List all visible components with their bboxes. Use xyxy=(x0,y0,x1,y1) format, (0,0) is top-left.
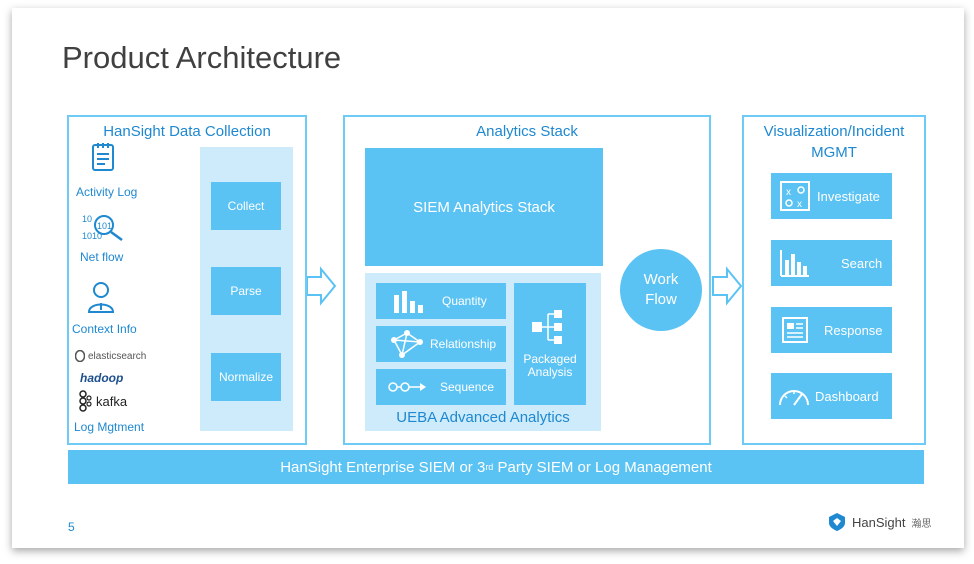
bottom-bar-suffix: Party SIEM or Log Management xyxy=(493,458,712,476)
visualization-title-line1: Visualization/Incident xyxy=(763,123,905,140)
brand-chinese: 瀚思 xyxy=(911,518,932,530)
hansight-shield-icon xyxy=(829,513,845,531)
ueba-quantity-label: Quantity xyxy=(442,294,487,308)
svg-text:10: 10 xyxy=(82,214,92,224)
bar-chart-icon xyxy=(780,250,809,277)
bottom-bar-superscript: rd xyxy=(485,462,494,472)
report-icon xyxy=(782,317,808,343)
ueba-relationship-label: Relationship xyxy=(430,337,497,351)
response-label: Response xyxy=(824,322,883,338)
source-label-context-info: Context Info xyxy=(72,322,137,336)
source-label-net-flow: Net flow xyxy=(80,250,124,264)
collect-step: Collect xyxy=(211,182,281,230)
siem-analytics-stack-block: SIEM Analytics Stack xyxy=(365,148,603,266)
svg-text:x: x xyxy=(797,199,802,210)
search-label: Search xyxy=(841,255,883,271)
workflow-circle: Work Flow xyxy=(620,249,702,331)
response-button[interactable]: Response xyxy=(771,307,892,353)
source-label-log-mgtment: Log Mgtment xyxy=(74,420,145,434)
bottom-bar-prefix: HanSight Enterprise SIEM or 3 xyxy=(280,458,486,476)
elasticsearch-mark-icon xyxy=(75,350,85,362)
analytics-stack-title: Analytics Stack xyxy=(476,123,578,140)
hansight-brand: HanSight 瀚思 xyxy=(828,512,931,532)
visualization-title-line2: MGMT xyxy=(811,144,857,161)
normalize-step: Normalize xyxy=(211,353,281,401)
puzzle-board-icon: x x xyxy=(780,181,810,211)
svg-text:x: x xyxy=(786,187,791,198)
hadoop-logo: hadoop xyxy=(80,371,124,385)
packaged-analysis-block: Packaged Analysis xyxy=(514,283,586,405)
svg-text:1010: 1010 xyxy=(82,231,102,241)
data-collection-title: HanSight Data Collection xyxy=(103,123,271,140)
ueba-relationship-block: Relationship xyxy=(376,326,506,362)
packaged-analysis-label: Packaged Analysis xyxy=(523,352,577,379)
hierarchy-icon xyxy=(532,310,562,344)
kafka-mark-icon xyxy=(79,390,92,412)
svg-text:101: 101 xyxy=(97,221,112,231)
document-list-icon xyxy=(92,143,114,171)
ueba-sequence-label: Sequence xyxy=(440,380,495,394)
ueba-title: UEBA Advanced Analytics xyxy=(396,409,570,426)
dashboard-label: Dashboard xyxy=(815,388,879,404)
workflow-label: Work Flow xyxy=(643,271,679,308)
person-icon xyxy=(87,282,115,313)
brand-name: HanSight xyxy=(852,514,906,530)
parse-step: Parse xyxy=(211,267,281,315)
kafka-logo: kafka xyxy=(96,394,128,409)
source-label-activity-log: Activity Log xyxy=(76,185,138,199)
dashboard-button[interactable]: Dashboard xyxy=(771,373,892,419)
ueba-sequence-block: Sequence xyxy=(376,369,506,405)
search-button[interactable]: Search xyxy=(771,240,892,286)
page-number: 5 xyxy=(68,520,75,534)
investigate-label: Investigate xyxy=(817,188,880,204)
gauge-icon xyxy=(779,390,809,406)
elasticsearch-logo: elasticsearch xyxy=(88,351,147,362)
network-graph-icon xyxy=(391,330,423,358)
ueba-quantity-block: Quantity xyxy=(376,283,506,319)
binary-magnifier-icon: 10 1010 101 xyxy=(82,214,123,242)
investigate-button[interactable]: x x Investigate xyxy=(771,173,892,219)
bar-chart-icon xyxy=(394,291,423,313)
page-title: Product Architecture xyxy=(62,40,342,75)
sequence-icon xyxy=(388,382,426,392)
